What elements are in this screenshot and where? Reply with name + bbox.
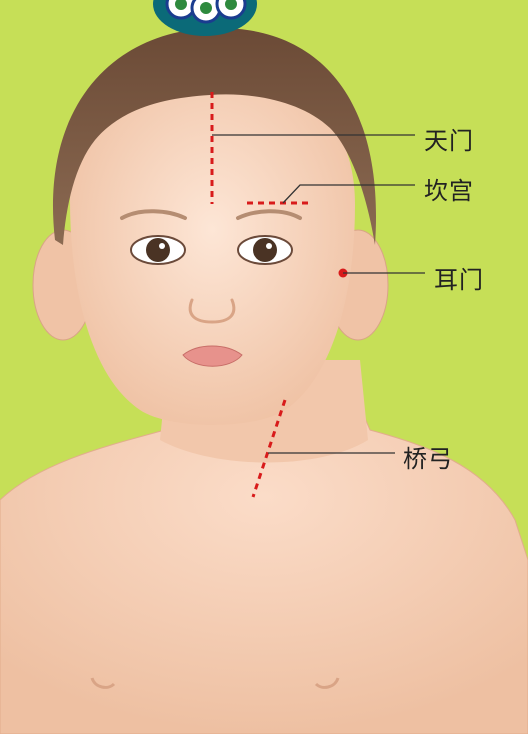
label-qiaogong: 桥弓 (403, 439, 453, 474)
label-ermen: 耳门 (434, 260, 484, 295)
left-eye (131, 236, 185, 264)
label-kangong: 坎宫 (424, 171, 474, 206)
right-eye (238, 236, 292, 264)
label-tianmen: 天门 (424, 121, 474, 156)
